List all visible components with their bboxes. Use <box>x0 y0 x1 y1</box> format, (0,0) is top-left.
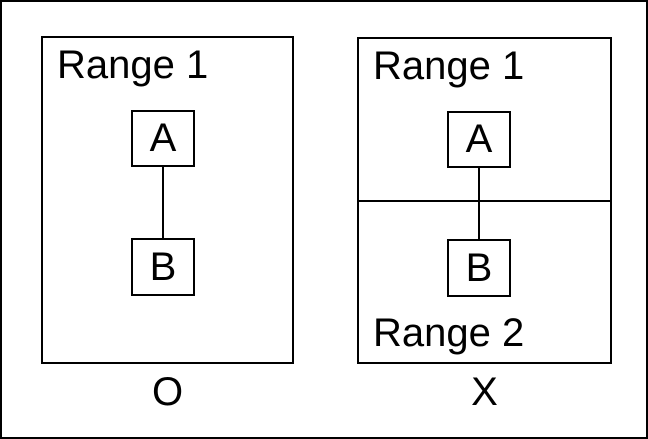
verdict-o-label: O <box>151 370 184 414</box>
node-b-box-right: B <box>447 239 511 297</box>
connector-line-left <box>162 167 164 238</box>
node-b-label-left: B <box>149 244 177 289</box>
node-a-box-right: A <box>447 111 511 168</box>
node-a-box-left: A <box>131 110 195 167</box>
node-b-box-left: B <box>131 238 195 296</box>
range-divider-line <box>359 200 610 202</box>
range-1-container-left: Range 1 A B <box>41 36 294 364</box>
node-a-label-left: A <box>149 116 177 160</box>
node-b-label-right: B <box>465 245 493 290</box>
connector-line-right <box>478 168 480 239</box>
range-container-right: Range 1 A B Range 2 <box>357 37 612 364</box>
range-2-label-right: Range 2 <box>373 311 525 355</box>
range-1-label-right: Range 1 <box>373 44 525 88</box>
range-1-label-left: Range 1 <box>57 43 209 87</box>
node-a-label-right: A <box>465 117 493 161</box>
verdict-x-label: X <box>471 370 498 414</box>
